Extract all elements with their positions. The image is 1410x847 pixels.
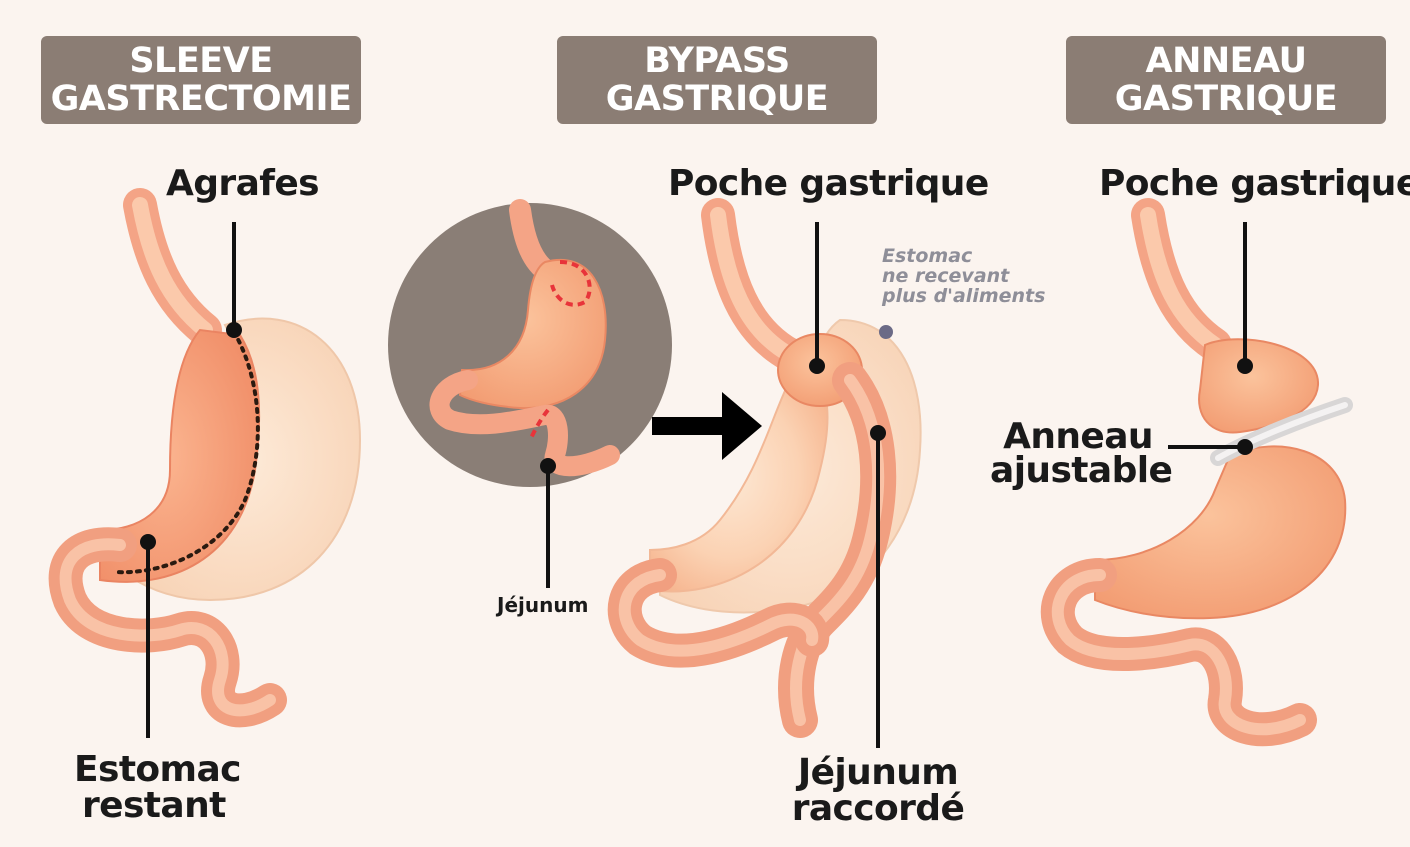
panel-title-line1: BYPASS xyxy=(644,42,789,80)
label-agrafes: Agrafes xyxy=(166,165,319,203)
bypass-inset-circle xyxy=(388,203,672,588)
transform-arrow xyxy=(652,392,762,460)
label-estomac-note-line3: plus d'aliments xyxy=(882,286,1045,306)
label-anneau-ajustable-line2: ajustable xyxy=(990,454,1166,488)
sleeve-illustration xyxy=(66,205,360,738)
label-estomac-restant-line2: restant xyxy=(74,788,241,824)
label-poche-gastrique-bypass: Poche gastrique xyxy=(668,165,989,203)
panel-title-line2: GASTRECTOMIE xyxy=(51,80,352,118)
bypass-illustration xyxy=(625,215,921,748)
label-estomac-note-line2: ne recevant xyxy=(882,266,1045,286)
panel-title-line1: ANNEAU xyxy=(1145,42,1306,80)
panel-title-line2: GASTRIQUE xyxy=(1115,80,1337,118)
label-poche-gastrique-anneau: Poche gastrique xyxy=(1099,165,1410,203)
label-jejunum-raccorde-line2: raccordé xyxy=(790,791,966,827)
panel-header-sleeve: SLEEVE GASTRECTOMIE xyxy=(41,36,361,124)
label-jejunum-raccorde-line1: Jéjunum xyxy=(790,755,966,791)
panel-header-bypass: BYPASS GASTRIQUE xyxy=(557,36,877,124)
label-anneau-ajustable: Anneau ajustable xyxy=(990,420,1166,488)
label-jejunum-inset: Jéjunum xyxy=(497,594,588,616)
label-estomac-note: Estomac ne recevant plus d'aliments xyxy=(882,246,1045,306)
label-estomac-restant-line1: Estomac xyxy=(74,752,241,788)
label-anneau-ajustable-line1: Anneau xyxy=(990,420,1166,454)
label-estomac-restant: Estomac restant xyxy=(74,752,241,824)
panel-header-anneau: ANNEAU GASTRIQUE xyxy=(1066,36,1386,124)
panel-title-line1: SLEEVE xyxy=(129,42,272,80)
label-jejunum-raccorde: Jéjunum raccordé xyxy=(790,755,966,827)
panel-title-line2: GASTRIQUE xyxy=(606,80,828,118)
label-estomac-note-line1: Estomac xyxy=(882,246,1045,266)
